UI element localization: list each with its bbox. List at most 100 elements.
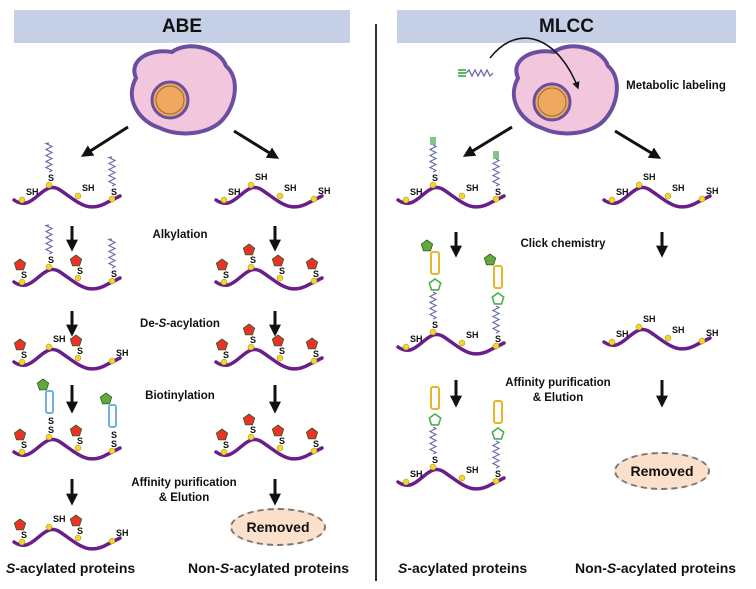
abe-footer-s: S — [6, 560, 16, 576]
abe-footer-s-rest: -acylated proteins — [15, 560, 136, 576]
biotin-azide-linker — [493, 265, 503, 289]
sh-label: SH — [82, 183, 95, 193]
biotin-azide-linker — [430, 386, 440, 410]
split-arrows — [80, 125, 662, 159]
alkyl-block-icon — [215, 258, 229, 271]
cysteine-site — [310, 447, 318, 455]
alkyl-block-icon — [305, 257, 319, 270]
fatty-acyl-chain — [491, 305, 501, 334]
cysteine-site — [635, 181, 643, 189]
cysteine-site — [18, 196, 26, 204]
s-label: S — [111, 187, 117, 197]
mlcc-footer-s: S — [398, 560, 408, 576]
mlcc-title-banner: MLCC — [397, 10, 736, 43]
hpdp-linker — [108, 404, 117, 428]
alkyl-block-icon — [215, 428, 229, 441]
s-label: S — [313, 439, 319, 449]
s-label: S — [279, 436, 285, 446]
step-mlcc-affinity-line2: & Elution — [532, 392, 584, 404]
cysteine-site — [310, 195, 318, 203]
step-deacyl-suffix: -acylation — [166, 318, 220, 330]
s-label: S — [223, 350, 229, 360]
alkyl-block-icon — [69, 254, 83, 267]
triazole-ring-icon — [428, 413, 442, 426]
cysteine-site — [220, 448, 228, 456]
s-label: S — [77, 526, 83, 536]
step-alkylation-text: Alkylation — [152, 229, 208, 241]
cysteine-site — [458, 339, 466, 347]
protein-backbone — [602, 185, 712, 209]
step-deacyl-s: S — [158, 318, 167, 330]
cysteine-site — [74, 192, 82, 200]
cysteine-site — [429, 463, 437, 471]
biotin-azide-linker — [430, 251, 440, 275]
protein-backbone — [396, 332, 506, 356]
mlcc-footer-non-s: S — [606, 560, 617, 576]
cysteine-site — [18, 448, 26, 456]
alkyl-block-icon — [305, 427, 319, 440]
cysteine-site — [108, 537, 116, 545]
s-label: S — [250, 255, 256, 265]
step-mlcc-affinity: Affinity purification & Elution — [492, 376, 624, 406]
step-metabolic-labeling: Metabolic labeling — [616, 79, 736, 94]
abe-removed-text: Removed — [246, 519, 310, 535]
hpdp-linker — [45, 390, 54, 414]
cysteine-site — [18, 278, 26, 286]
cysteine-site — [247, 433, 255, 441]
alkyl-block-icon — [13, 518, 27, 531]
sh-label: SH — [672, 183, 685, 193]
cysteine-site — [608, 196, 616, 204]
step-abe-affinity: Affinity purification & Elution — [118, 476, 250, 506]
alkyl-block-icon — [271, 424, 285, 437]
mlcc-cell — [511, 44, 619, 136]
cysteine-site — [45, 523, 53, 531]
sh-label: SH — [284, 183, 297, 193]
sh-label: SH — [255, 172, 268, 182]
protein-backbone — [12, 267, 122, 291]
protein-backbone — [12, 347, 122, 371]
cysteine-site — [492, 195, 500, 203]
cysteine-site — [108, 195, 116, 203]
step-metabolic-text: Metabolic labeling — [626, 80, 726, 92]
cysteine-site — [74, 534, 82, 542]
mlcc-footer-s-rest: -acylated proteins — [407, 560, 528, 576]
s-label: S — [313, 349, 319, 359]
fatty-acyl-chain — [44, 224, 54, 255]
s-label: S — [432, 455, 438, 465]
alkyl-block-icon — [69, 424, 83, 437]
s-label: S — [21, 530, 27, 540]
sh-label: SH — [466, 330, 479, 340]
cysteine-site — [74, 444, 82, 452]
alkyl-block-icon — [271, 254, 285, 267]
step-click-chemistry: Click chemistry — [508, 237, 618, 252]
cysteine-site — [402, 343, 410, 351]
triazole-ring-icon — [491, 292, 505, 305]
step-mlcc-affinity-line1: Affinity purification — [505, 377, 611, 389]
sh-label: SH — [616, 187, 629, 197]
mlcc-footer-s-acylated: S-acylated proteins — [398, 560, 527, 576]
s-label: S — [48, 255, 54, 265]
s-label: S — [21, 350, 27, 360]
sh-label: SH — [410, 469, 423, 479]
cysteine-site — [45, 263, 53, 271]
cysteine-site — [220, 278, 228, 286]
cysteine-site — [247, 343, 255, 351]
protein-backbone — [214, 347, 324, 371]
abe-footer-non: Non- — [188, 560, 220, 576]
sh-label: SH — [318, 186, 331, 196]
step-abe-affinity-line1: Affinity purification — [131, 477, 237, 489]
s-label: S — [313, 269, 319, 279]
cysteine-site — [492, 477, 500, 485]
sh-label: SH — [706, 186, 719, 196]
abe-footer-non-rest: -acylated proteins — [229, 560, 350, 576]
sh-label: SH — [643, 314, 656, 324]
abe-cell — [129, 44, 237, 136]
